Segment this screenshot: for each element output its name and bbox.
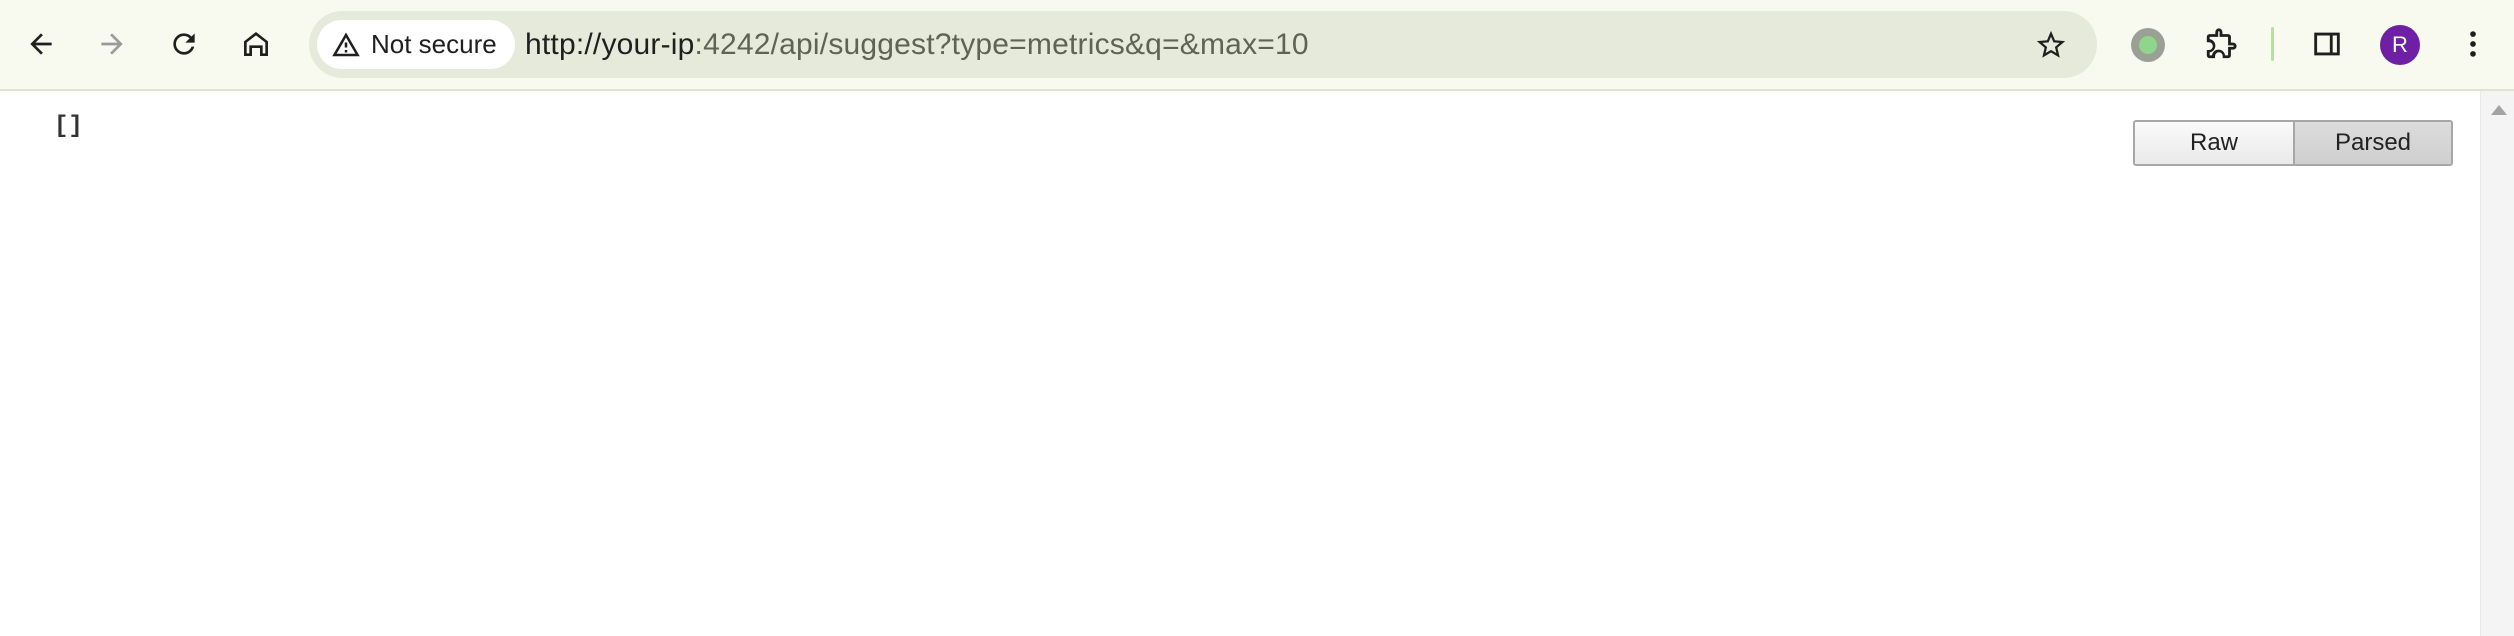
warning-triangle-icon bbox=[332, 32, 360, 56]
star-icon bbox=[2036, 30, 2066, 58]
arrow-right-icon bbox=[101, 33, 123, 55]
extensions-button[interactable] bbox=[2199, 22, 2243, 66]
url-text[interactable]: http://your-ip:4242/api/suggest?type=met… bbox=[525, 11, 1309, 78]
url-path: :4242/api/suggest?type=metrics&q=&max=10 bbox=[694, 28, 1309, 61]
green-dot-icon bbox=[2139, 36, 2157, 54]
raw-view-button[interactable]: Raw bbox=[2135, 122, 2295, 164]
page-content: [] Raw Parsed bbox=[0, 91, 2480, 636]
browser-toolbar: Not secure http://your-ip:4242/api/sugge… bbox=[0, 0, 2514, 91]
security-label: Not secure bbox=[371, 29, 497, 59]
home-button[interactable] bbox=[232, 20, 280, 68]
forward-button[interactable] bbox=[88, 20, 136, 68]
url-host: http://your-ip bbox=[525, 28, 695, 61]
toolbar-divider bbox=[2271, 27, 2274, 61]
reload-button[interactable] bbox=[160, 20, 208, 68]
kebab-menu-icon bbox=[2470, 31, 2476, 57]
side-panel-icon bbox=[2314, 32, 2340, 56]
extension-status-button[interactable] bbox=[2131, 28, 2165, 62]
security-indicator[interactable]: Not secure bbox=[317, 20, 515, 69]
reload-icon bbox=[173, 33, 195, 55]
browser-menu-button[interactable] bbox=[2451, 22, 2495, 66]
json-output: [] bbox=[54, 113, 83, 140]
side-panel-button[interactable] bbox=[2305, 22, 2349, 66]
bookmark-button[interactable] bbox=[2031, 25, 2071, 65]
puzzle-icon bbox=[2206, 28, 2237, 59]
profile-avatar[interactable]: R bbox=[2380, 25, 2420, 65]
scroll-up-arrow-icon[interactable] bbox=[2491, 105, 2507, 115]
back-button[interactable] bbox=[17, 20, 65, 68]
address-bar[interactable]: Not secure http://your-ip:4242/api/sugge… bbox=[309, 11, 2097, 78]
parsed-view-button[interactable]: Parsed bbox=[2295, 122, 2451, 164]
view-toggle: Raw Parsed bbox=[2133, 120, 2453, 166]
home-icon bbox=[244, 32, 268, 56]
vertical-scrollbar[interactable] bbox=[2480, 91, 2514, 636]
arrow-left-icon bbox=[30, 33, 52, 55]
